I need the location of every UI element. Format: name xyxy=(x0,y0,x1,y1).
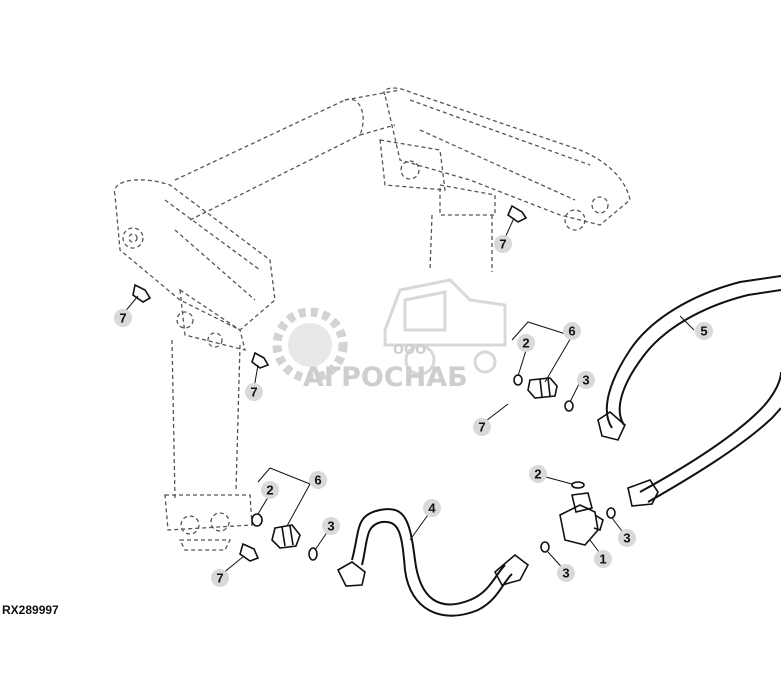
hose-4 xyxy=(336,508,530,617)
callout-7[interactable]: 7 xyxy=(473,418,491,436)
fitting-7-left xyxy=(132,283,152,303)
callout-2[interactable]: 2 xyxy=(517,334,535,352)
fitting-7-mid xyxy=(251,351,270,369)
callout-label: 6 xyxy=(568,324,575,339)
callout-5[interactable]: 5 xyxy=(695,322,713,340)
adapter-6-upper xyxy=(527,377,558,399)
callout-label: 2 xyxy=(266,483,273,498)
callout-7[interactable]: 7 xyxy=(114,309,132,327)
o-ring-3-tee-right xyxy=(606,507,616,519)
callout-label: 7 xyxy=(499,237,506,252)
watermark: ООО АГРОСНАБ xyxy=(272,278,507,393)
callout-label: 3 xyxy=(562,566,569,581)
callout-label: 5 xyxy=(700,324,707,339)
watermark-brand: АГРОСНАБ xyxy=(303,362,468,393)
gear-logo-icon xyxy=(272,307,348,383)
o-ring-2-lower xyxy=(251,513,263,527)
callout-2[interactable]: 2 xyxy=(529,465,547,483)
callout-7[interactable]: 7 xyxy=(211,569,229,587)
callout-3[interactable]: 3 xyxy=(322,517,340,535)
callout-3[interactable]: 3 xyxy=(557,564,575,582)
callout-6[interactable]: 6 xyxy=(563,322,581,340)
harvester-logo-icon xyxy=(383,278,507,376)
callout-3[interactable]: 3 xyxy=(618,529,636,547)
callout-label: 7 xyxy=(478,420,485,435)
o-ring-3-upper xyxy=(564,400,574,412)
tee-fitting-1 xyxy=(559,492,604,546)
callout-7[interactable]: 7 xyxy=(494,235,512,253)
o-ring-2-tee xyxy=(571,481,585,489)
callout-label: 7 xyxy=(119,311,126,326)
callout-1[interactable]: 1 xyxy=(594,550,612,568)
callout-label: 7 xyxy=(216,571,223,586)
callout-label: 3 xyxy=(582,373,589,388)
callout-7[interactable]: 7 xyxy=(245,383,263,401)
callout-2[interactable]: 2 xyxy=(261,481,279,499)
hose-5 xyxy=(597,275,781,507)
figure-reference: RX289997 xyxy=(2,603,59,617)
watermark-company: ООО xyxy=(393,343,426,358)
o-ring-3-tee-lower xyxy=(540,541,550,553)
callout-4[interactable]: 4 xyxy=(423,499,441,517)
callout-label: 1 xyxy=(599,552,606,567)
callout-label: 4 xyxy=(428,501,436,516)
callout-label: 6 xyxy=(314,473,321,488)
frame-phantom xyxy=(113,87,631,551)
fitting-7-lower xyxy=(239,542,260,562)
o-ring-3-lower xyxy=(308,547,318,561)
callout-label: 7 xyxy=(250,385,257,400)
callout-label: 3 xyxy=(623,531,630,546)
callout-label: 2 xyxy=(522,336,529,351)
fitting-7-upper-right xyxy=(507,204,528,223)
callout-label: 2 xyxy=(534,467,541,482)
adapter-6-lower xyxy=(271,524,301,549)
o-ring-2-upper xyxy=(513,374,523,386)
callout-6[interactable]: 6 xyxy=(309,471,327,489)
callout-label: 3 xyxy=(327,519,334,534)
callout-3[interactable]: 3 xyxy=(577,371,595,389)
